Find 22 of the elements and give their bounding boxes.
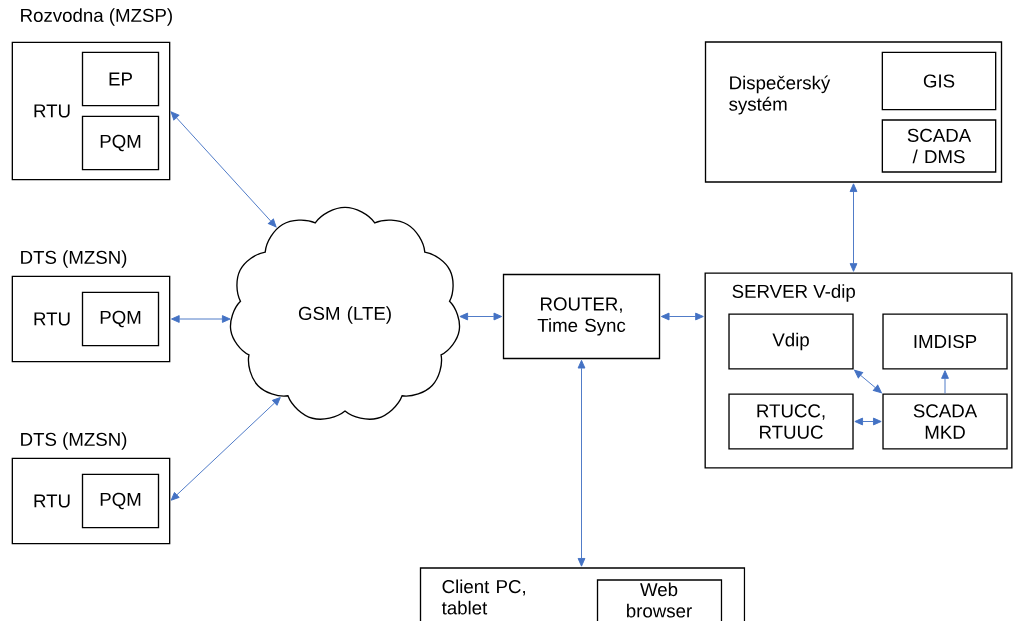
arrow [171,315,231,323]
module-box: SCADA MKD [882,393,1008,450]
module-box: PQM [81,291,160,347]
router-box: ROUTER, Time Sync [502,273,661,360]
module-box: EP [81,51,160,107]
arrow [849,183,858,272]
arrow [459,312,503,321]
arrow [660,312,704,321]
module-box: GIS [881,51,997,111]
module-box: Vdip [728,313,854,370]
arrow [854,369,882,394]
arrow [941,370,949,394]
arrow [854,417,882,426]
module-box: IMDISP [882,313,1008,370]
module-box: SCADA / DMS [881,119,997,173]
arrow [170,111,277,228]
module-box: PQM [81,473,160,529]
module-box: Web browser [596,579,723,621]
module-box: RTUCC, RTUUC [728,393,854,450]
arrow [577,359,586,567]
module-box: PQM [81,115,160,171]
arrow [170,397,281,501]
